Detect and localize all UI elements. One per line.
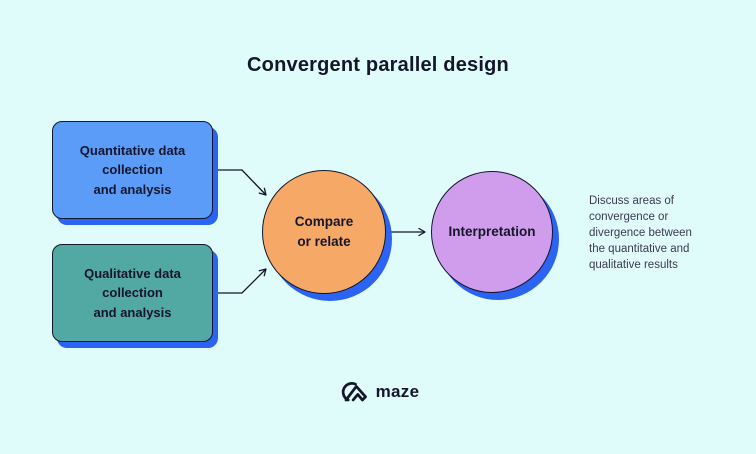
maze-logo: maze [0, 379, 756, 405]
node-interpretation: Interpretation [431, 171, 553, 293]
page-title: Convergent parallel design [247, 54, 509, 76]
node-quantitative-label: Quantitative data collection and analysi… [79, 142, 186, 197]
node-qualitative-data: Qualitative data collection and analysis [52, 244, 213, 342]
arrow-qualitative-to-compare [214, 268, 267, 294]
interpretation-annotation: Discuss areas of convergence or divergen… [589, 195, 692, 271]
node-qualitative-label: Qualitative data collection and analysis [84, 265, 181, 320]
arrow-quantitative-to-compare [214, 169, 267, 196]
node-compare-or-relate: Compare or relate [262, 170, 386, 294]
node-quantitative-data: Quantitative data collection and analysi… [52, 121, 213, 219]
maze-wordmark: maze [375, 382, 420, 401]
maze-logo-icon [341, 382, 367, 402]
node-interpretation-label: Interpretation [448, 224, 536, 240]
node-compare-label: Compare or relate [294, 214, 354, 249]
